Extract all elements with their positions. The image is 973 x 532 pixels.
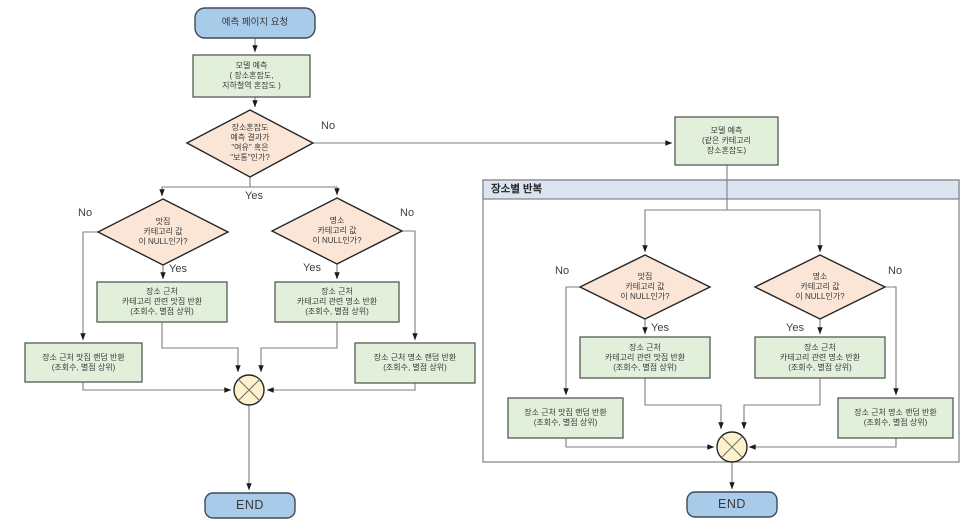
connector — [644, 378, 724, 430]
connector — [82, 382, 232, 393]
loop-attraction-null-check-diamond — [753, 254, 887, 320]
connector-no — [563, 286, 580, 396]
connector — [161, 322, 241, 373]
connector-no — [885, 286, 899, 396]
loop-related-attraction-return-shape — [754, 336, 886, 379]
random-matzip-return-shape — [24, 342, 143, 383]
congestion-check-diamond — [185, 109, 315, 178]
connector-yes — [159, 177, 251, 197]
attraction-null-check-diamond — [270, 197, 404, 265]
model-predict-same-category-shape — [674, 116, 779, 166]
loop-random-attraction-return-shape — [837, 397, 954, 439]
connector — [258, 322, 338, 373]
gateway-x-mark — [238, 379, 260, 401]
loop-random-matzip-return-shape — [507, 397, 624, 439]
loop-end-terminator-shape — [686, 491, 778, 518]
start-terminator-shape — [194, 7, 316, 39]
loop-container-header — [482, 179, 960, 200]
related-attraction-return-shape — [274, 281, 400, 323]
connector — [741, 378, 821, 430]
connector — [727, 209, 823, 253]
connector — [748, 438, 897, 450]
connector-yes — [250, 186, 340, 196]
random-attraction-return-shape — [354, 342, 476, 384]
connector — [642, 165, 728, 253]
connector — [266, 383, 416, 393]
connector — [565, 438, 715, 450]
loop-matzip-null-check-diamond — [578, 254, 712, 320]
loop-related-matzip-return-shape — [579, 336, 711, 379]
related-matzip-return-shape — [96, 281, 228, 323]
model-predict-shape — [192, 54, 311, 98]
connector-no — [80, 231, 98, 341]
matzip-null-check-diamond — [96, 198, 230, 266]
connector-no — [402, 230, 418, 341]
end-terminator-shape — [204, 492, 296, 519]
gateway-x-mark — [721, 436, 743, 458]
